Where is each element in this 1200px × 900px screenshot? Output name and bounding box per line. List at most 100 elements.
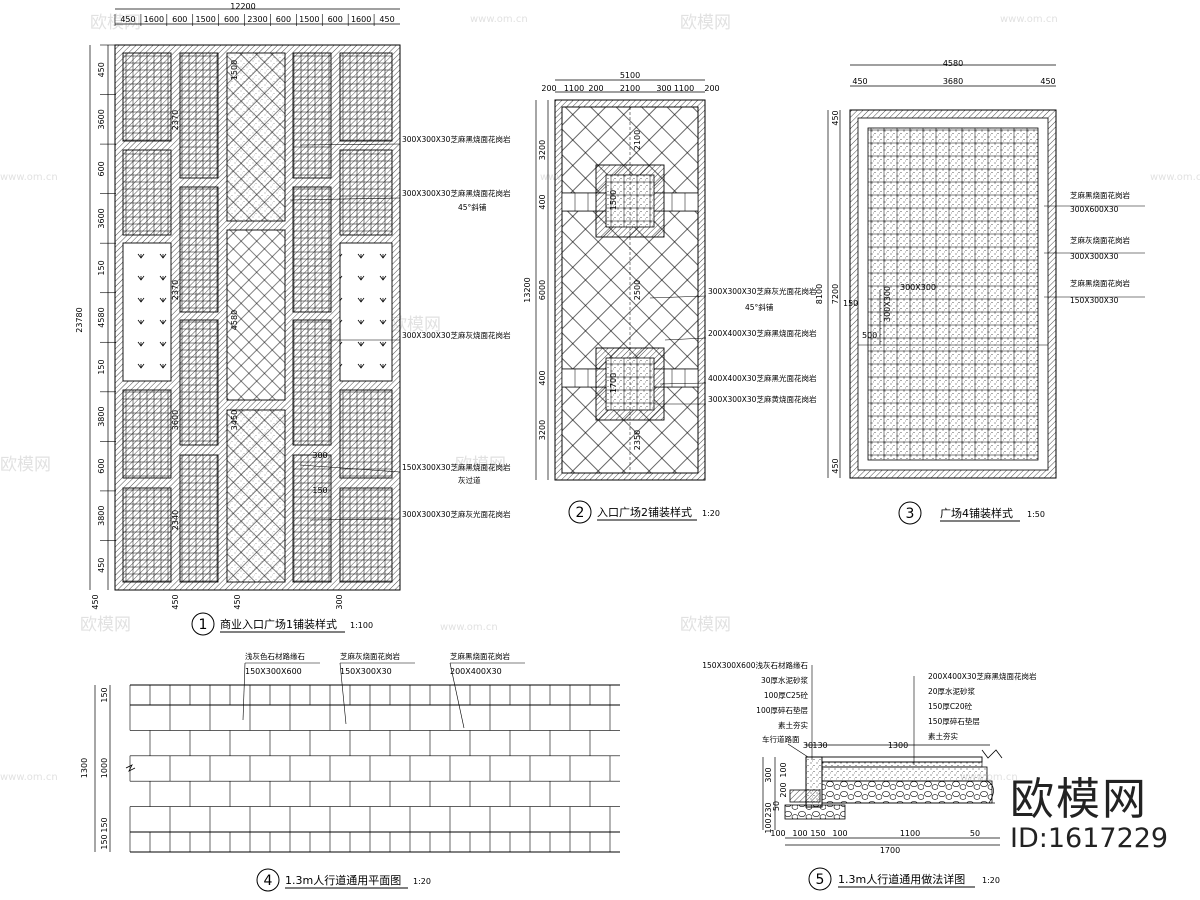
d3-top-total: 4580 (943, 59, 963, 68)
d4-label-size: 150X300X30 (340, 667, 392, 676)
d2-top-total: 5100 (620, 71, 640, 80)
d1-top-dim: 600 (172, 15, 187, 24)
d3-inner-dim: 300X300 (900, 283, 936, 292)
d3-inner-dim: 300X300 (883, 286, 892, 322)
d1-left-dim: 600 (97, 458, 106, 473)
d1-left-dim: 600 (97, 161, 106, 176)
d5-top-dim: 30 (803, 741, 813, 750)
d3-inner-dim: 150 (843, 299, 858, 308)
d1-scale: 1:100 (350, 621, 373, 630)
d5-left-note: 150X300X600浅灰石材路缘石 (702, 660, 808, 670)
d5-bottom-dim: 100 (832, 829, 847, 838)
d3-note: 150X300X30 (1070, 296, 1119, 305)
d5-right-note: 素土夯实 (928, 731, 958, 741)
d1-left-total: 23780 (75, 307, 84, 332)
d5-left-note: 100厚C25砼 (764, 690, 809, 700)
brand-block: 欧模网 ID:1617229 (1010, 776, 1190, 854)
d5-caption-number: 5 (816, 872, 825, 888)
d4-left-dim: 150 (100, 817, 109, 832)
d2-left-dim: 3200 (538, 140, 547, 160)
d2-left-dim: 400 (538, 370, 547, 385)
d1-top-dim: 450 (379, 15, 394, 24)
d1-left-dim: 3800 (97, 406, 106, 426)
d4-material-labels: 浅灰色石材路缘石150X300X600芝麻灰烧面花岗岩150X300X30芝麻黑… (242, 651, 525, 729)
d2-top-dim: 1100 (564, 84, 584, 93)
d3-note: 芝麻黑烧面花岗岩 (1070, 278, 1130, 288)
d5-left-dim: 230 (764, 802, 773, 817)
d5-bottom-dim: 150 (810, 829, 825, 838)
d3-caption: 广场4铺装样式 (940, 506, 1013, 520)
watermark-logo-text: 欧模网 (455, 455, 506, 475)
d2-caption-number: 2 (576, 505, 585, 521)
d5-bottom-total: 1700 (880, 846, 900, 855)
d2-note: 300X300X30芝麻黄烧面花岗岩 (708, 394, 817, 404)
d3-left-dim: 450 (831, 110, 840, 125)
d4-brick-pattern (129, 685, 620, 852)
d1-bottom-dim: 450 (91, 594, 100, 609)
d5-left-note: 100厚碎石垫层 (756, 705, 808, 715)
d1-bottom-dim: 450 (233, 594, 242, 609)
d5-layer-notes: 150X300X600浅灰石材路缘石30厚水泥砂浆100厚C25砼100厚碎石垫… (702, 660, 1037, 765)
d3-note: 芝麻黑烧面花岗岩 (1070, 190, 1130, 200)
d3-note: 300X600X30 (1070, 205, 1119, 214)
d4-label-size: 150X300X600 (245, 667, 302, 676)
d1-left-dim: 3600 (97, 208, 106, 228)
d2-inner-dim: 1700 (609, 373, 618, 393)
d1-top-dim: 1600 (144, 15, 164, 24)
watermark-url: www.om.cn (1150, 172, 1200, 183)
d3-material-notes: 芝麻黑烧面花岗岩300X600X30芝麻灰烧面花岗岩300X300X30芝麻黑烧… (1044, 190, 1145, 305)
watermark-url: www.om.cn (960, 772, 1018, 783)
d1-top-dim: 1600 (351, 15, 371, 24)
d2-material-notes: 300X300X30芝麻灰光面花岗岩45°斜铺200X400X30芝麻黑烧面花岗… (649, 286, 817, 405)
d4-left-total: 1300 (80, 758, 89, 778)
d5-right-note: 200X400X30芝麻黑烧面花岗岩 (928, 671, 1037, 681)
d3-left-total: 8100 (815, 284, 824, 304)
d1-left-dim: 450 (97, 62, 106, 77)
d4-label-size: 200X400X30 (450, 667, 502, 676)
d3-left-dim: 7200 (831, 284, 840, 304)
d1-caption-circle (191, 612, 215, 636)
d5-bottom-dim: 50 (970, 829, 980, 838)
d2-caption: 入口广场2铺装样式 (597, 505, 692, 519)
d1-inner-dim: 2370 (171, 110, 180, 130)
d1-caption-number: 1 (199, 617, 208, 633)
d1-note: 300X300X30芝麻灰光面花岗岩 (402, 509, 511, 519)
d1-note: 45°斜铺 (458, 202, 487, 212)
d1-top-total: 12200 (230, 2, 255, 11)
d5-side-label: 车行道路面 (762, 734, 800, 744)
d2-top-dim: 300 (656, 84, 671, 93)
d3-top-dim: 450 (1040, 77, 1055, 86)
d2-top-dim: 200 (704, 84, 719, 93)
d1-top-dim: 1500 (196, 15, 216, 24)
watermark-logo-text: 欧模网 (80, 615, 131, 635)
d1-column-1 (122, 52, 172, 583)
d2-inner-dim: 2100 (633, 130, 642, 150)
watermark-logo-text: 欧模网 (680, 13, 731, 33)
d1-left-dim: 150 (97, 359, 106, 374)
d1-note: 150X300X30芝麻黑烧面花岗岩 (402, 462, 511, 472)
d1-top-dim: 450 (120, 15, 135, 24)
watermark-logo-text: 欧模网 (90, 13, 141, 33)
d1-left-dim: 4580 (97, 307, 106, 327)
d1-bottom-dim: 300 (335, 594, 344, 609)
d1-inner-dim: 1500 (230, 60, 239, 80)
d5-bottom-dim: 1100 (900, 829, 920, 838)
brand-id: ID:1617229 (1010, 823, 1169, 854)
d5-left-dim: 100 (779, 762, 788, 777)
d2-note: 300X300X30芝麻灰光面花岗岩 (708, 286, 817, 296)
d2-note: 200X400X30芝麻黑烧面花岗岩 (708, 328, 817, 338)
d1-top-dim: 1500 (299, 15, 319, 24)
d4-caption-number: 4 (264, 873, 273, 889)
d1-material-notes: 300X300X30芝麻黑烧面花岗岩300X300X30芝麻黑烧面花岗岩45°斜… (289, 134, 511, 521)
d2-top-dim: 200 (588, 84, 603, 93)
d5-right-note: 150厚C20砼 (928, 701, 973, 711)
